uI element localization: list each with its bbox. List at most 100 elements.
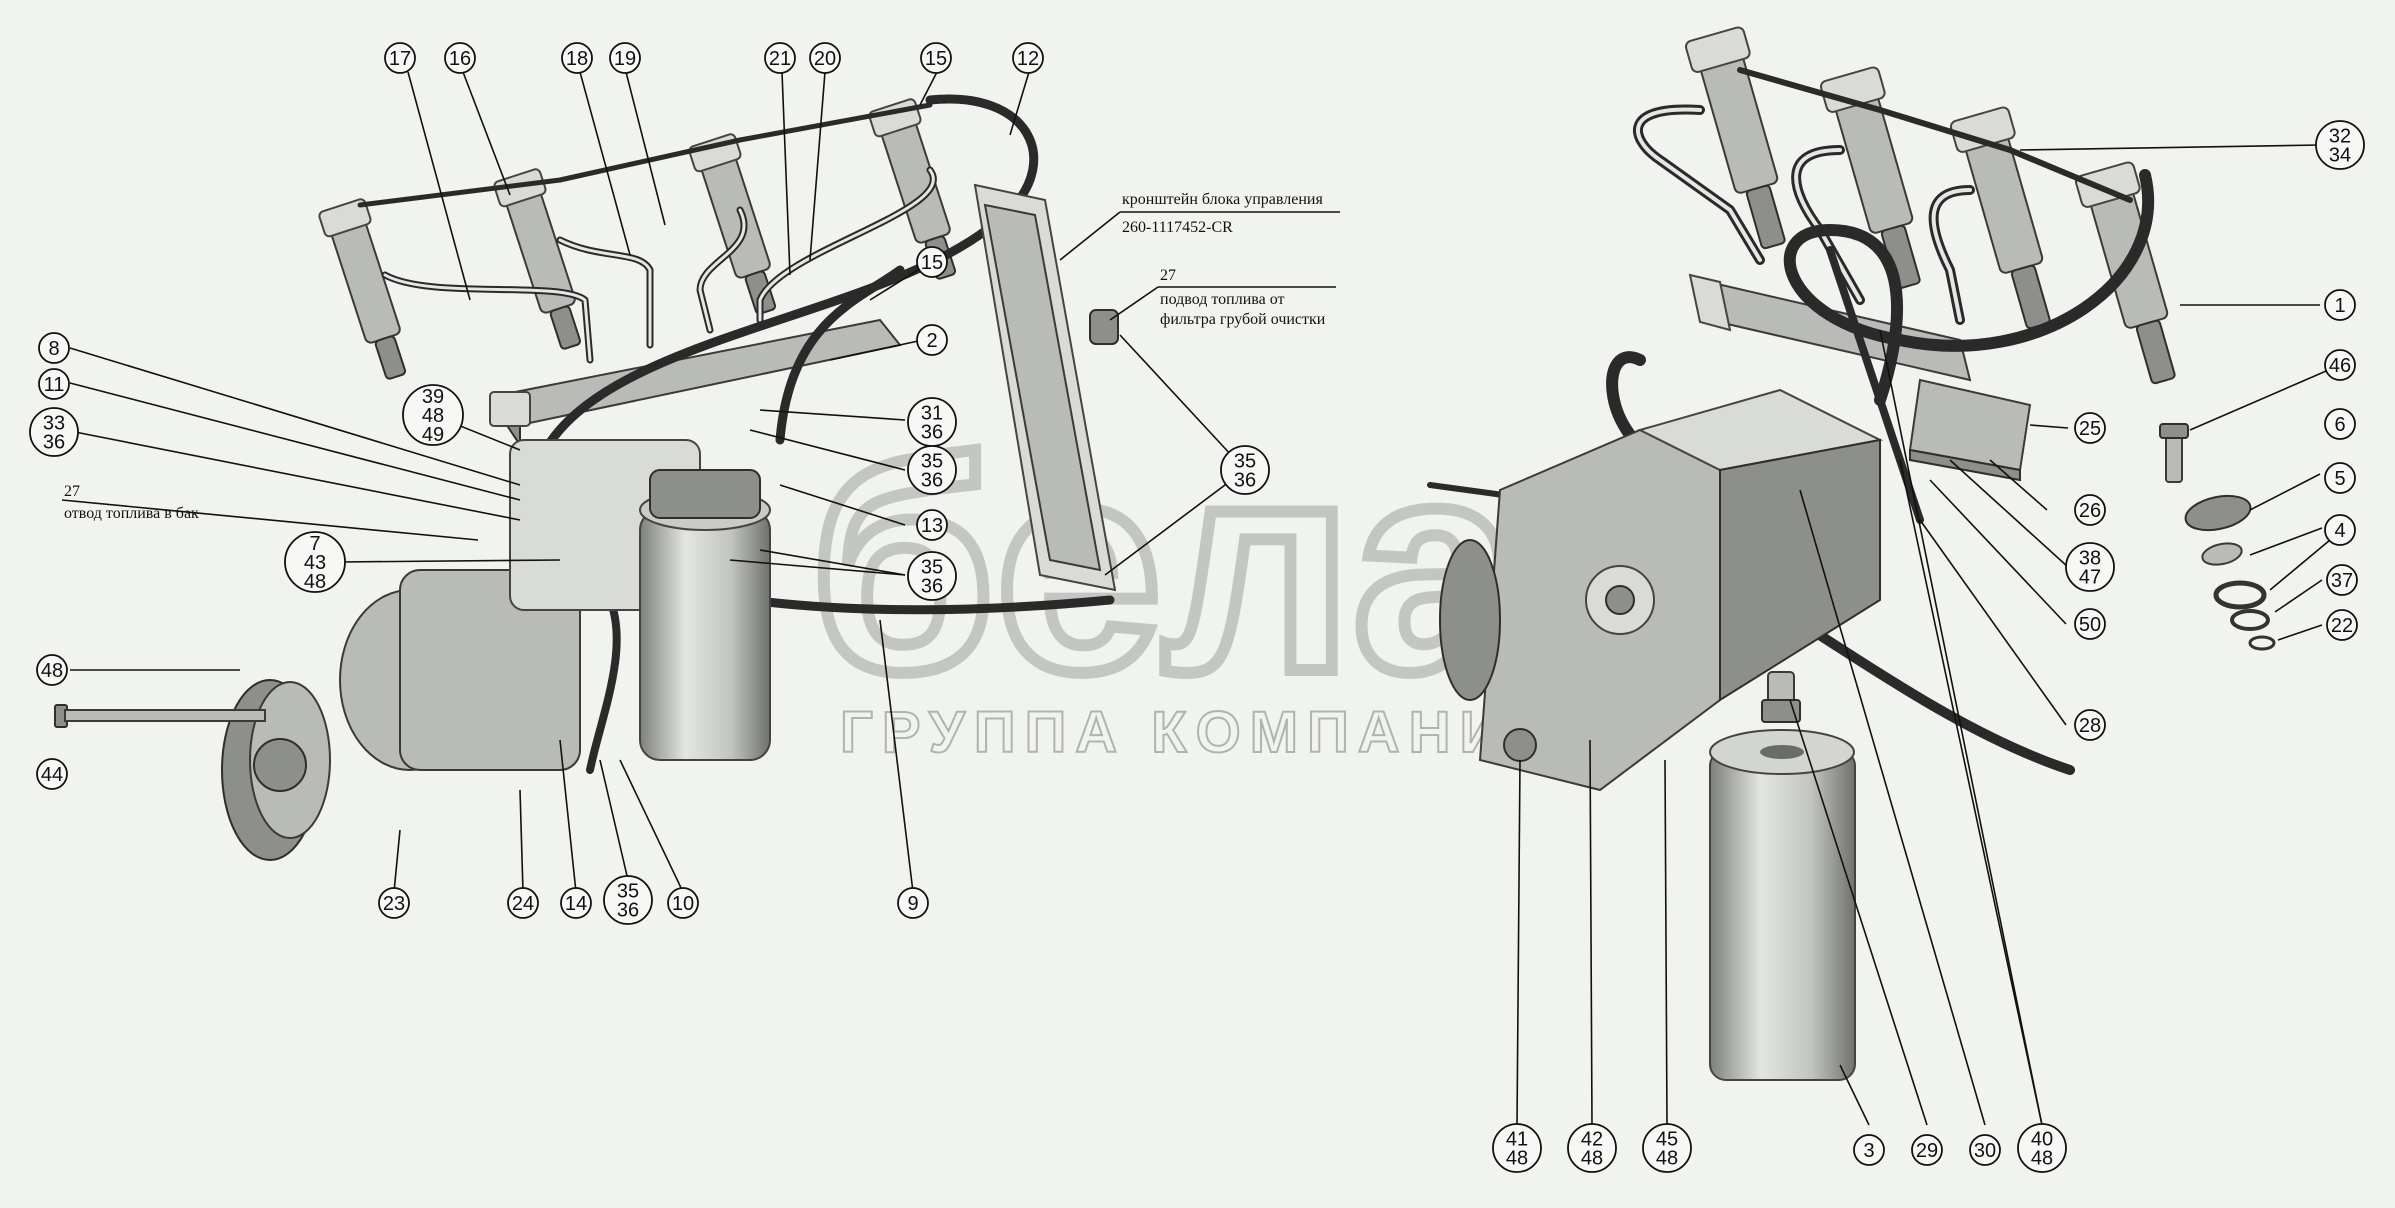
callout-label: 33 [43,413,65,435]
callout-circle [2065,542,2115,592]
callout-label: 36 [617,900,639,922]
callout-c12: 12 [1012,42,1044,74]
callout-c21: 21 [764,42,796,74]
callout-circle [1220,445,1270,495]
injectors-right [1684,26,2176,385]
callout-label: 37 [2331,570,2353,592]
callout-circle [2324,514,2356,546]
callout-label: 35 [617,881,639,903]
callout-c18: 18 [561,42,593,74]
return-callout-number: 27 [64,483,80,500]
callout-circle [1567,1123,1617,1173]
callout-circle [1642,1123,1692,1173]
callout-label: 48 [422,405,444,427]
callout-c24: 24 [507,887,539,919]
callout-circle [507,887,539,919]
callout-label: 21 [769,48,791,70]
callout-label: 45 [1656,1129,1678,1151]
leader-lines [69,71,2343,1126]
callout-c46: 46 [2324,349,2356,381]
callout-circle [38,368,70,400]
callout-circle [1853,1134,1885,1166]
callout-label: 36 [921,422,943,444]
callout-c25: 25 [2074,412,2106,444]
callout-c1: 1 [2324,289,2356,321]
callout-circle [444,42,476,74]
callout-c20: 20 [809,42,841,74]
callout-c16: 16 [444,42,476,74]
callout-label: 48 [1581,1148,1603,1170]
callout-circle [609,42,641,74]
callout-circle [916,509,948,541]
callout-label: 48 [304,571,326,593]
callout-c17: 17 [384,42,416,74]
callout-label: 2 [926,330,937,352]
callout-c30: 30 [1969,1134,2001,1166]
bracket-plate-6 [2184,494,2252,532]
callout-circle [2324,462,2356,494]
callout-label: 36 [1234,470,1256,492]
spare-parts-right [2159,423,2276,651]
callout-label: 41 [1506,1129,1528,1151]
bracket-part-number: 260-1117452-CR [1122,219,1233,236]
callout-circle [764,42,796,74]
callout-label: 38 [2079,548,2101,570]
supply-note-line2: фильтра грубой очистки [1160,311,1326,328]
callout-circle [2324,408,2356,440]
callout-circle [1492,1123,1542,1173]
high-pressure-pump-right [1439,388,1884,792]
callout-circle [2326,609,2358,641]
callout-label: 46 [2329,355,2351,377]
callout-circle [907,551,957,601]
callout-circle [2315,120,2365,170]
callout-circle [1012,42,1044,74]
callout-label: 18 [566,48,588,70]
callout-label: 29 [1916,1140,1938,1162]
callout-label: 36 [921,470,943,492]
callout-circle [916,246,948,278]
callout-circle [2074,412,2106,444]
callout-circle [2017,1123,2067,1173]
callout-circle [907,445,957,495]
callout-label: 25 [2079,418,2101,440]
return-note-text: отвод топлива в бак [64,505,199,522]
bolt-44 [54,704,266,728]
callout-c28: 28 [2074,709,2106,741]
fuel-filter-right [1709,671,1856,1081]
callout-label: 23 [383,893,405,915]
callout-c8: 8 [38,332,70,364]
callout-label: 6 [2334,414,2345,436]
bracket-25 [1908,378,2032,482]
callout-label: 48 [1506,1148,1528,1170]
callout-c37: 37 [2326,564,2358,596]
supply-note-line1: подвод топлива от [1160,291,1284,308]
callout-circle [2074,608,2106,640]
callout-c19: 19 [609,42,641,74]
callout-circle [2324,289,2356,321]
callout-c48: 48 [36,654,68,686]
callout-label: 42 [1581,1129,1603,1151]
callout-label: 28 [2079,715,2101,737]
callout-c15a: 15 [920,42,952,74]
callout-circle [284,531,346,593]
callout-label: 15 [925,48,947,70]
callout-circle [916,324,948,356]
callout-label: 7 [309,533,320,555]
callout-circle [561,42,593,74]
callout-c26: 26 [2074,494,2106,526]
callout-label: 32 [2329,126,2351,148]
callout-circle [1969,1134,2001,1166]
callout-circle [603,875,653,925]
callout-label: 11 [44,374,65,396]
callout-label: 26 [2079,500,2101,522]
callout-circle [38,332,70,364]
callout-circle [897,887,929,919]
